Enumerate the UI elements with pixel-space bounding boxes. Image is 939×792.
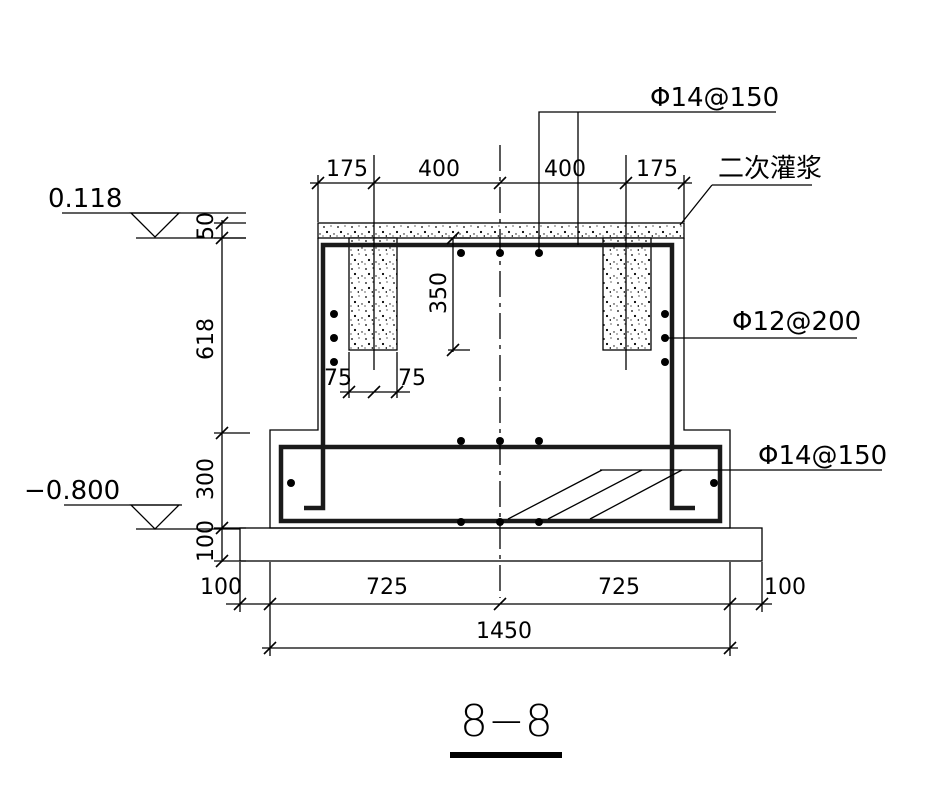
grout-layer — [317, 222, 685, 239]
rebar-bottom-label: Φ14@150 — [758, 441, 887, 471]
anchor-pocket-right — [602, 237, 652, 351]
leader-bottom-bars — [507, 469, 882, 520]
dim-left-618: 618 — [194, 318, 219, 360]
dim-top-175-right: 175 — [636, 157, 678, 182]
section-title-underline — [450, 752, 562, 758]
dim-bottom-725-left: 725 — [366, 575, 408, 600]
elevation-top-label: 0.118 — [48, 184, 122, 214]
dim-top-175-left: 175 — [326, 157, 368, 182]
dim-bottom-100-right: 100 — [764, 575, 806, 600]
dim-left-100: 100 — [194, 520, 219, 562]
dim-bottom-100-left: 100 — [200, 575, 242, 600]
blinding-slab — [239, 527, 763, 562]
dim-bottom-725-right: 725 — [598, 575, 640, 600]
rebar-cage — [278, 242, 723, 524]
dim-pocket-75-left: 75 — [324, 366, 352, 391]
rebar-top-label: Φ14@150 — [650, 83, 779, 113]
dim-pocket-350: 350 — [427, 272, 452, 314]
leader-grout — [679, 184, 812, 226]
anchor-pocket-left — [348, 237, 398, 351]
dim-left-300: 300 — [194, 458, 219, 500]
dim-top-400-left: 400 — [418, 157, 460, 182]
section-title: 8−8 — [460, 696, 553, 747]
dim-left-50: 50 — [194, 212, 219, 240]
dim-top-400-right: 400 — [544, 157, 586, 182]
bottom-dimension-chain — [226, 562, 772, 656]
dim-bottom-1450: 1450 — [476, 619, 532, 644]
grout-label: 二次灌浆 — [718, 154, 822, 184]
elevation-marker-bottom — [64, 504, 240, 530]
top-dimension-chain — [310, 155, 692, 370]
rebar-side-label: Φ12@200 — [732, 307, 861, 337]
elevation-bottom-label: −0.800 — [24, 476, 120, 506]
left-dimension-chain — [214, 216, 250, 568]
pocket-dimensions — [340, 231, 470, 399]
dim-pocket-75-right: 75 — [398, 366, 426, 391]
rebar-dots — [287, 249, 718, 526]
